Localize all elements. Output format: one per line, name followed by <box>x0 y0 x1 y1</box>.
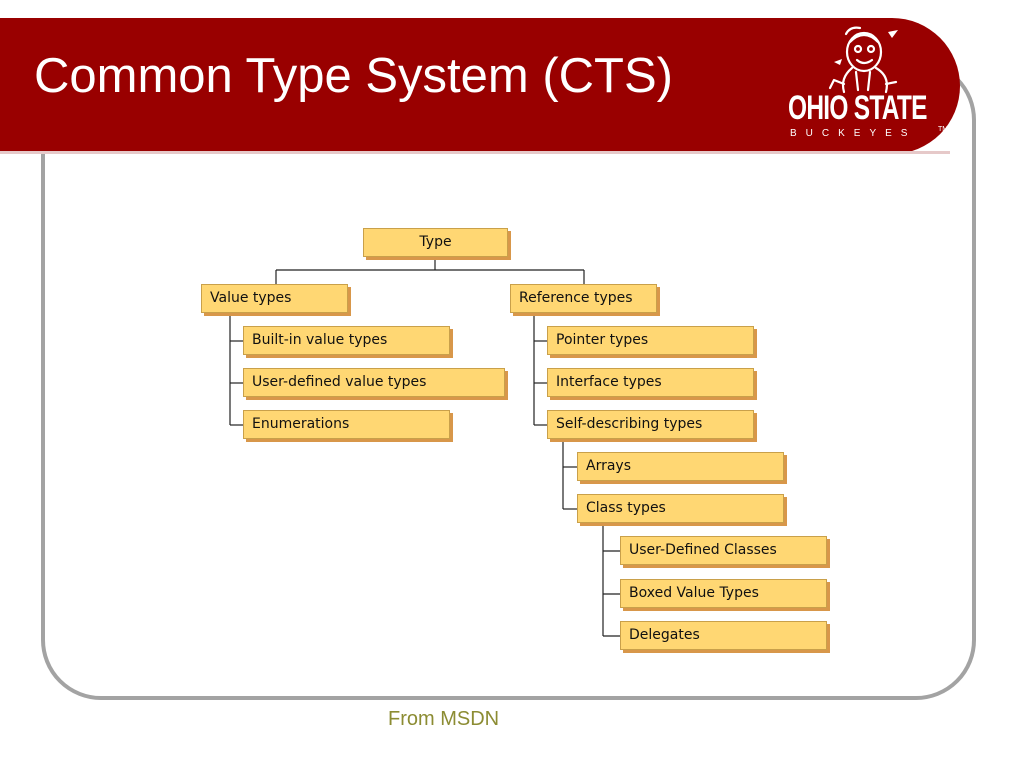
node-value-types: Value types <box>201 284 348 313</box>
node-type: Type <box>363 228 508 257</box>
source-credit: From MSDN <box>388 708 500 730</box>
node-user-defined-value-types: User-defined value types <box>243 368 505 397</box>
ohio-state-logo: OHIO STATE BUCKEYES TM <box>778 22 958 144</box>
brutus-buckeye-mascot-icon <box>828 26 898 94</box>
node-delegates: Delegates <box>620 621 827 650</box>
node-user-defined-classes: User-Defined Classes <box>620 536 827 565</box>
node-arrays: Arrays <box>577 452 784 481</box>
node-self-describing-types: Self-describing types <box>547 410 754 439</box>
slide-title: Common Type System (CTS) <box>34 49 673 103</box>
node-interface-types: Interface types <box>547 368 754 397</box>
node-boxed-value-types: Boxed Value Types <box>620 579 827 608</box>
logo-wordmark: OHIO STATE <box>788 89 927 127</box>
node-enumerations: Enumerations <box>243 410 450 439</box>
logo-subtitle: BUCKEYES <box>790 128 917 139</box>
node-class-types: Class types <box>577 494 784 523</box>
title-bar <box>0 18 960 154</box>
node-built-in-value-types: Built-in value types <box>243 326 450 355</box>
logo-trademark: TM <box>938 126 949 133</box>
title-underline <box>0 151 950 154</box>
node-pointer-types: Pointer types <box>547 326 754 355</box>
node-reference-types: Reference types <box>510 284 657 313</box>
